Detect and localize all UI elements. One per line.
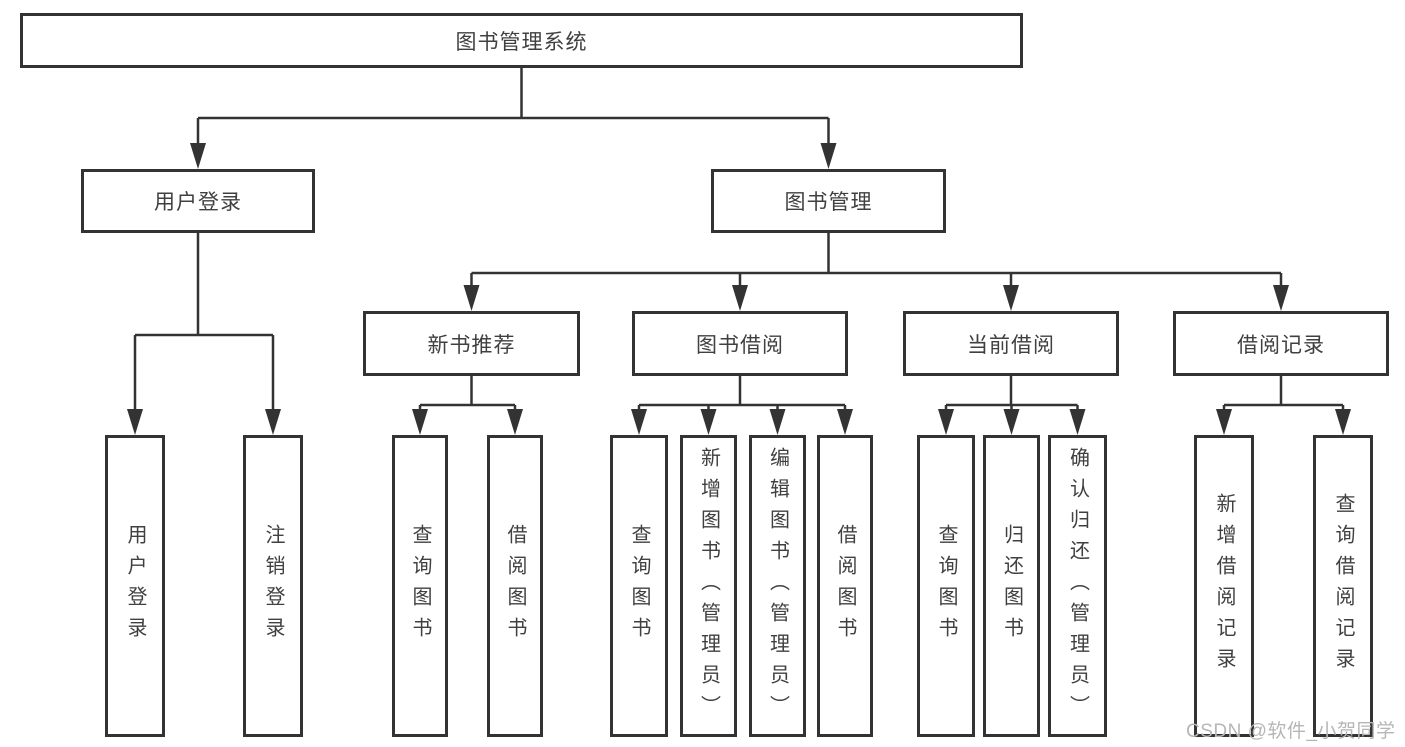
leaf-label: 新增借阅记录 bbox=[1213, 493, 1235, 679]
leaf-label: 编辑图书（管理员） bbox=[766, 446, 789, 726]
leaf-logout: 注销登录 bbox=[243, 435, 303, 737]
leaf-query-books-current: 查询图书 bbox=[917, 435, 975, 737]
node-new-book-recommendation: 新书推荐 bbox=[363, 311, 580, 376]
leaf-label: 查询图书 bbox=[628, 524, 650, 648]
leaf-label: 查询图书 bbox=[935, 524, 957, 648]
leaf-confirm-return-admin: 确认归还（管理员） bbox=[1048, 435, 1107, 737]
node-book-management: 图书管理 bbox=[711, 169, 946, 233]
node-label: 当前借阅 bbox=[967, 333, 1055, 357]
leaf-borrow-books-recommend: 借阅图书 bbox=[487, 435, 543, 737]
leaf-return-book: 归还图书 bbox=[983, 435, 1040, 737]
leaf-label: 注销登录 bbox=[262, 524, 284, 648]
node-book-borrowing: 图书借阅 bbox=[632, 311, 848, 376]
leaf-label: 查询借阅记录 bbox=[1332, 493, 1354, 679]
node-label: 用户登录 bbox=[154, 191, 242, 214]
node-borrowing-records: 借阅记录 bbox=[1173, 311, 1389, 376]
leaf-label: 查询图书 bbox=[409, 524, 431, 648]
leaf-query-borrow-record: 查询借阅记录 bbox=[1313, 435, 1373, 737]
node-user-login: 用户登录 bbox=[81, 169, 315, 233]
node-library-management-system: 图书管理系统 bbox=[20, 13, 1023, 68]
leaf-add-book-admin: 新增图书（管理员） bbox=[680, 435, 737, 737]
leaf-label: 新增图书（管理员） bbox=[697, 446, 720, 726]
node-label: 图书借阅 bbox=[696, 333, 784, 357]
leaf-label: 用户登录 bbox=[124, 524, 146, 648]
leaf-borrow-books: 借阅图书 bbox=[817, 435, 873, 737]
node-label: 新书推荐 bbox=[427, 333, 516, 357]
arrowheads bbox=[127, 143, 1351, 435]
node-label: 图书管理系统 bbox=[455, 30, 588, 54]
leaf-add-borrow-record: 新增借阅记录 bbox=[1194, 435, 1254, 737]
node-label: 借阅记录 bbox=[1237, 333, 1325, 357]
leaf-label: 借阅图书 bbox=[504, 524, 526, 648]
csdn-watermark: CSDN @软件_小贺同学 bbox=[1186, 721, 1396, 742]
leaf-edit-book-admin: 编辑图书（管理员） bbox=[749, 435, 806, 737]
node-current-borrowing: 当前借阅 bbox=[903, 311, 1119, 376]
leaf-label: 归还图书 bbox=[1000, 524, 1023, 648]
leaf-user-login: 用户登录 bbox=[105, 435, 165, 737]
node-label: 图书管理 bbox=[784, 191, 873, 214]
leaf-label: 借阅图书 bbox=[834, 524, 856, 648]
leaf-query-books-borrow: 查询图书 bbox=[610, 435, 668, 737]
leaf-query-books-recommend: 查询图书 bbox=[392, 435, 448, 737]
leaf-label: 确认归还（管理员） bbox=[1066, 446, 1089, 726]
